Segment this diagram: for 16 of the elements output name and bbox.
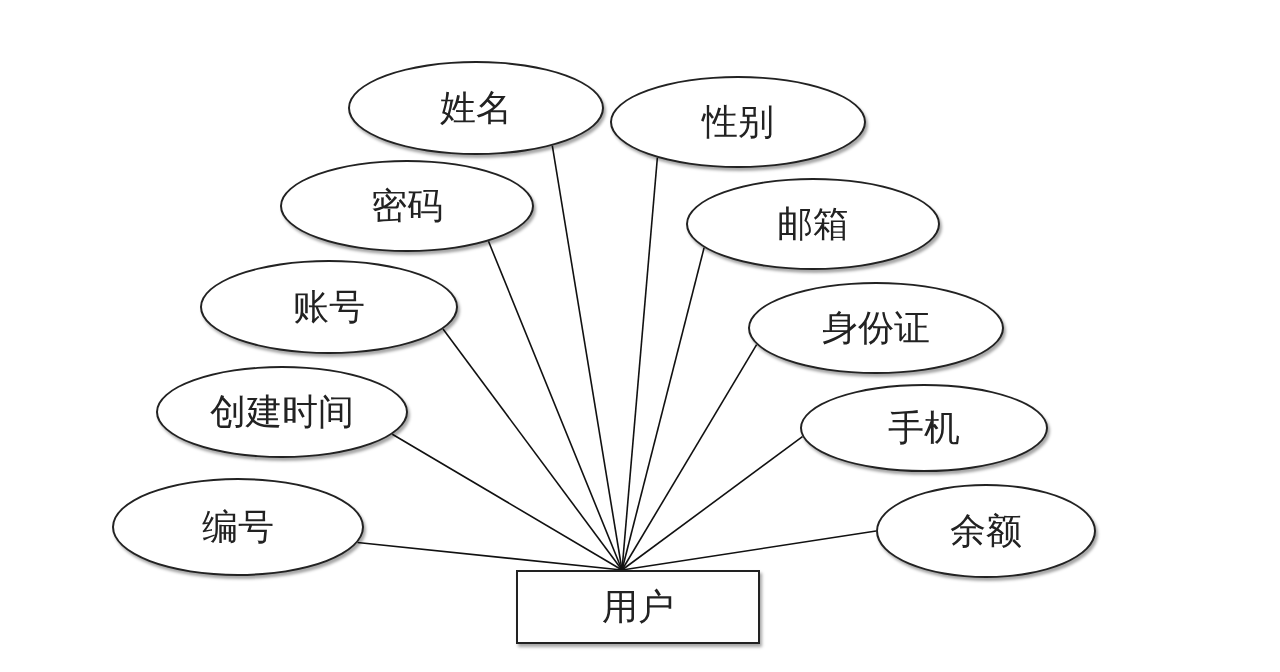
attribute-ellipse: 姓名: [348, 61, 604, 155]
attribute-ellipse: 余额: [876, 484, 1096, 578]
entity-box: 用户: [516, 570, 760, 644]
connector-line: [621, 343, 758, 571]
attribute-ellipse: 账号: [200, 260, 458, 354]
connector-line: [356, 541, 623, 571]
connector-line: [442, 328, 623, 571]
attribute-ellipse: 邮箱: [686, 178, 940, 270]
connector-line: [621, 530, 877, 571]
attribute-ellipse: 身份证: [748, 282, 1004, 374]
connector-line: [391, 433, 623, 571]
attribute-ellipse: 密码: [280, 160, 534, 252]
attribute-ellipse: 手机: [800, 384, 1048, 472]
attribute-ellipse: 编号: [112, 478, 364, 576]
attribute-ellipse: 创建时间: [156, 366, 408, 458]
attribute-ellipse: 性别: [610, 76, 866, 168]
